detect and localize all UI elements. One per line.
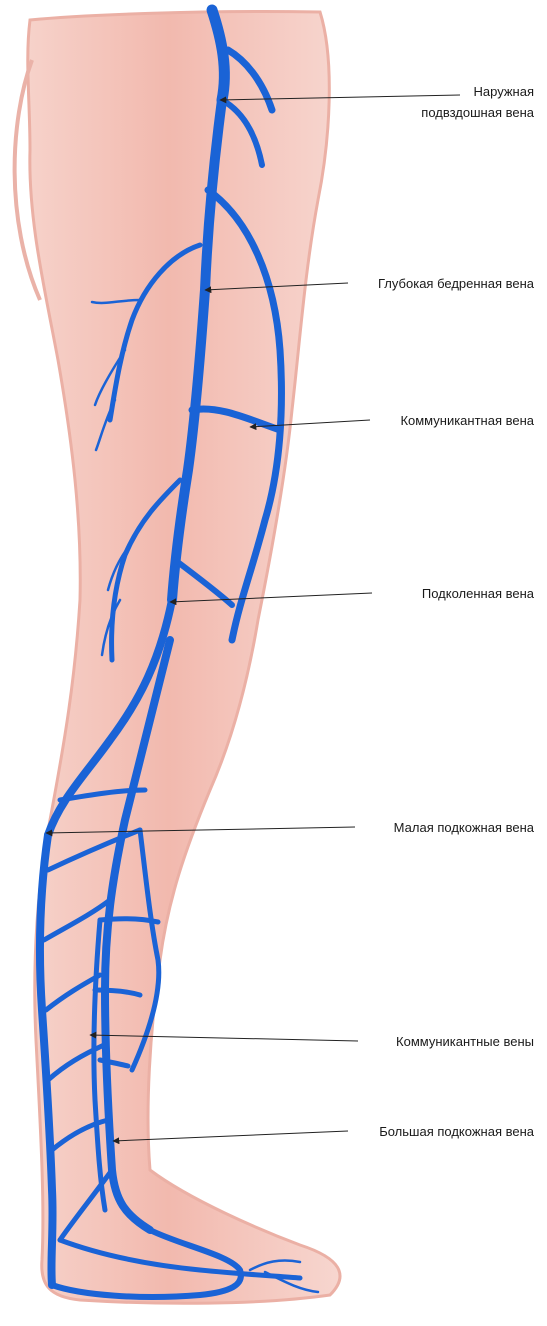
label-external-iliac-line1: Наружная [474,82,535,101]
label-external-iliac-line2: подвздошная вена [421,103,534,122]
label-communicating-plural: Коммуникантные вены [396,1032,534,1051]
label-small-saphenous: Малая подкожная вена [394,818,534,837]
label-popliteal: Подколенная вена [422,584,534,603]
label-great-saphenous: Большая подкожная вена [379,1122,534,1141]
label-communicating: Коммуникантная вена [400,411,534,430]
leg-silhouette [28,12,340,1304]
label-deep-femoral: Глубокая бедренная вена [378,274,534,293]
